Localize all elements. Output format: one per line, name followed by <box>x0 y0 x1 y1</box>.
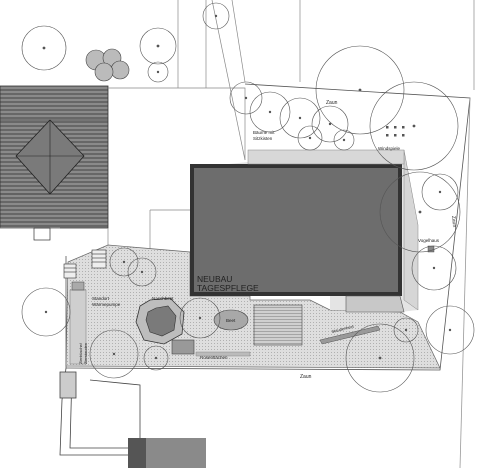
tree <box>89 329 139 379</box>
tree <box>229 81 263 115</box>
neighbour-building <box>0 85 109 229</box>
tree <box>109 247 139 277</box>
trees <box>21 2 475 393</box>
tree <box>21 25 67 71</box>
tree <box>393 317 419 343</box>
building-label-2: TAGESPFLEGE <box>197 283 259 293</box>
tree <box>425 305 475 355</box>
rose-bed <box>195 351 251 357</box>
tree <box>21 287 71 337</box>
rosen-label: Rosenflächen <box>200 355 228 360</box>
tree <box>379 171 461 253</box>
raised-bed <box>135 297 195 355</box>
trees-label-1: Bäume mit <box>253 130 275 135</box>
garden-bed <box>213 309 249 331</box>
tree <box>202 2 230 30</box>
heat-pump <box>71 281 85 291</box>
new-building <box>190 149 405 296</box>
tree <box>333 129 355 151</box>
tree <box>297 125 323 151</box>
tree <box>411 245 457 291</box>
tree <box>249 91 291 133</box>
seat-markers <box>386 126 405 137</box>
tree <box>147 61 169 83</box>
beet-label: Beet <box>226 318 236 323</box>
courtyard <box>0 87 246 250</box>
tree <box>143 345 169 371</box>
tree <box>345 323 415 393</box>
tree <box>139 27 177 65</box>
stairs <box>63 249 107 279</box>
building-label-1: NEUBAU <box>197 274 232 284</box>
tree <box>369 81 459 171</box>
zierbeet-label-2: Zierstauden <box>83 343 88 364</box>
heat-pump-label-2: Wärmepumpe <box>92 302 121 307</box>
tree <box>421 173 459 211</box>
vogelhaus-label: Vogelhaus <box>418 238 440 243</box>
heat-pump-label-1: Standort <box>92 296 110 301</box>
terrace-right <box>345 295 405 313</box>
tree <box>127 257 157 287</box>
tree <box>315 45 405 135</box>
naschbeet-label: Naschbeet <box>152 296 174 301</box>
fence-label-top: Zaun <box>326 100 338 106</box>
lot-lines <box>177 0 475 161</box>
fence-label-right: Zaun <box>450 216 457 228</box>
tree <box>279 97 321 139</box>
tree <box>311 105 349 143</box>
terrace-center <box>253 304 303 346</box>
bottom-block <box>128 438 206 468</box>
fence-label-bottom: Zaun <box>300 374 312 380</box>
trees-label-2: Sitzkisten <box>253 136 273 141</box>
shrub-cluster <box>85 48 130 82</box>
tree <box>179 297 221 339</box>
zierbeet-label-1: Zierbüsche/ <box>78 342 83 364</box>
perennial-bed <box>319 325 381 345</box>
windspiele-label: Windspiele <box>378 146 401 151</box>
supply-lines <box>59 367 141 456</box>
stauden-label: Staudenbeet <box>331 323 355 334</box>
